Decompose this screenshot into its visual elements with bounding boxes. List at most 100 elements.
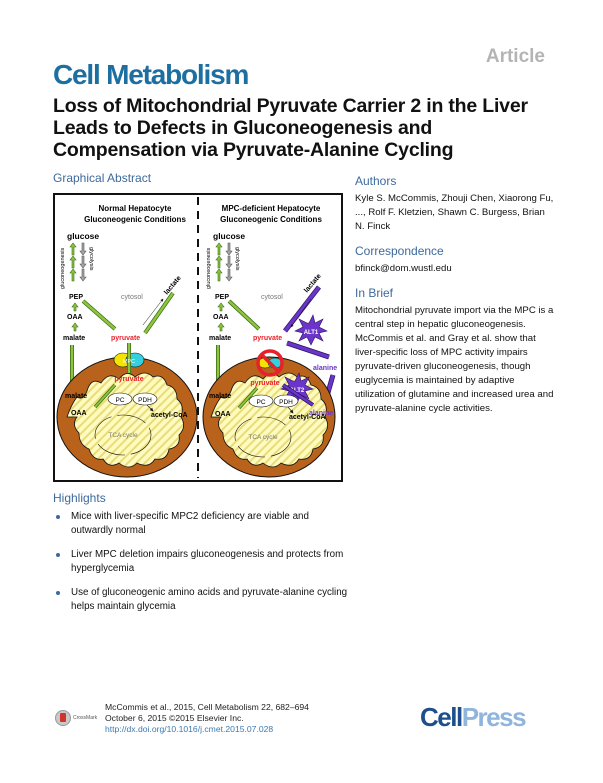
left-pyruvate-to-lactate-arrow [142,298,164,326]
highlight-item: Mice with liver-specific MPC2 deficiency… [53,510,353,538]
left-pdh-enzyme [132,392,158,406]
highlight-item: Liver MPC deletion impairs gluconeogenes… [53,548,353,576]
left-mito-pyruvate-label: pyruvate [114,376,143,383]
in-brief-heading: In Brief [355,286,394,300]
authors-heading: Authors [355,174,397,188]
right-glycolysis-label: glycolysis [234,247,240,271]
left-malate-label: malate [63,335,85,342]
right-mito-oaa-label: OAA [215,411,231,418]
authors-section: Authors Kyle S. McCommis, Zhouji Chen, X… [355,174,555,234]
highlight-text: Use of gluconeogenic amino acids and pyr… [71,587,348,612]
highlight-text: Mice with liver-specific MPC2 deficiency… [71,511,309,536]
left-pdh-arrow [146,404,154,412]
right-pdh-arrow [287,406,294,414]
left-gluconeogenesis-arrows [69,242,77,282]
article-type-label: Article [485,46,545,67]
left-cytosol-label: cytosol [121,294,143,301]
bullet-icon [56,553,60,557]
left-acetyl-coa-label: acetyl-CoA [151,412,188,419]
left-glycolysis-arrows [79,242,87,282]
no-entry-icon [256,349,284,377]
left-mpc-label: MPC [123,359,135,365]
right-mito-malate-label: malate [209,393,231,400]
left-pep-to-pyruvate-arrow [82,300,116,330]
right-mito-alanine-label: alanine [309,410,333,417]
right-malate-label: malate [209,335,231,342]
correspondence-heading: Correspondence [355,244,444,258]
citation-line: McCommis et al., 2015, Cell Metabolism 2… [105,702,309,712]
right-pep-to-pyruvate-arrow [228,300,260,330]
right-mito-pyruvate-label: pyruvate [250,380,279,387]
left-tca-label: TCA cycle [108,432,138,439]
left-pep-label: PEP [69,294,83,301]
doi-link[interactable]: http://dx.doi.org/10.1016/j.cmet.2015.07… [105,724,274,734]
left-pc-enzyme [107,392,133,406]
highlights-list: Mice with liver-specific MPC2 deficiency… [53,510,353,614]
right-pc-enzyme [248,394,274,408]
cellpress-logo-press: Press [461,702,527,732]
left-title-line2: Gluconeogenic Conditions [84,215,186,224]
left-glucose-label: glucose [67,231,99,241]
right-cytosol-label: cytosol [261,294,283,301]
right-alt1-star [294,314,328,346]
article-title: Loss of Mitochondrial Pyruvate Carrier 2… [53,95,528,161]
crossmark-badge[interactable]: CrossMark [55,710,97,726]
left-lactate-to-pyruvate-arrow [143,292,175,334]
right-glycolysis-arrows [225,242,233,282]
right-title-line1: MPC-deficient Hepatocyte [222,204,321,213]
in-brief-text: Mitochondrial pyruvate import via the MP… [355,305,554,414]
correspondence-email[interactable]: bfinck@dom.wustl.edu [355,263,452,274]
right-alt2-label: ALT2 [290,388,305,394]
right-title-line2: Gluconeogenic Conditions [220,215,322,224]
authors-list: Kyle S. McCommis, Zhouji Chen, Xiaorong … [355,193,554,232]
left-mito-malate-label: malate [65,393,87,400]
graphical-abstract-figure: Normal Hepatocyte Gluconeogenic Conditio… [53,193,343,482]
right-malate-to-oaa-arrow [217,322,225,332]
right-gluconeogenesis-arrows [215,242,223,282]
right-pyruvate-label: pyruvate [253,335,282,342]
cellpress-logo: CellPress [420,702,527,733]
right-alanine-to-pyruvate-arrow [282,383,314,407]
highlights-section: Highlights Mice with liver-specific MPC2… [53,491,353,624]
right-tca-cycle-circle [234,416,292,458]
right-alt1-label: ALT1 [304,330,319,336]
right-pc-arrow [238,387,258,409]
right-lactate-to-pyruvate-arrow [290,298,312,328]
crossmark-label: CrossMark [73,715,98,721]
correspondence-section: Correspondence bfinck@dom.wustl.edu [355,244,555,276]
journal-name: Cell Metabolism [53,59,249,90]
left-title-line1: Normal Hepatocyte [99,204,172,213]
in-brief-section: In Brief Mitochondrial pyruvate import v… [355,286,555,416]
right-gluconeogenesis-label: gluconeogenesis [206,247,212,289]
right-pdh-label: PDH [279,399,293,406]
highlight-item: Use of gluconeogenic amino acids and pyr… [53,586,353,614]
bullet-icon [56,591,60,595]
graphical-abstract-heading: Graphical Abstract [53,171,152,185]
footer-citation: McCommis et al., 2015, Cell Metabolism 2… [105,702,309,735]
left-oaa-to-pep-arrow [71,302,79,312]
left-malate-to-oaa-arrow [71,322,79,332]
right-glucose-label: glucose [213,231,245,241]
highlight-text: Liver MPC deletion impairs gluconeogenes… [71,549,344,574]
right-oaa-to-pep-arrow [217,302,225,312]
bullet-icon [56,515,60,519]
right-acetyl-coa-label: acetyl-CoA [289,414,326,421]
right-mpc-blocked [256,349,284,377]
right-oaa-label: OAA [213,314,229,321]
left-pc-label: PC [115,397,124,404]
right-pdh-enzyme [273,394,299,408]
left-tca-cycle-circle [94,414,152,456]
left-oaa-label: OAA [67,314,83,321]
right-pc-label: PC [256,399,265,406]
cellpress-logo-cell: Cell [420,702,463,732]
right-panel: MPC-deficient Hepatocyte Gluconeogenic C… [202,204,337,478]
left-gluconeogenesis-label: gluconeogenesis [60,247,66,289]
right-pyruvate-to-lactate-arrow [283,285,321,333]
right-tca-label: TCA cycle [248,434,278,441]
right-pep-label: PEP [215,294,229,301]
left-pc-arrow [94,384,116,408]
left-pdh-label: PDH [138,397,152,404]
highlights-heading: Highlights [53,491,106,505]
left-pyruvate-label: pyruvate [111,335,140,342]
left-glycolysis-label: glycolysis [88,247,94,271]
